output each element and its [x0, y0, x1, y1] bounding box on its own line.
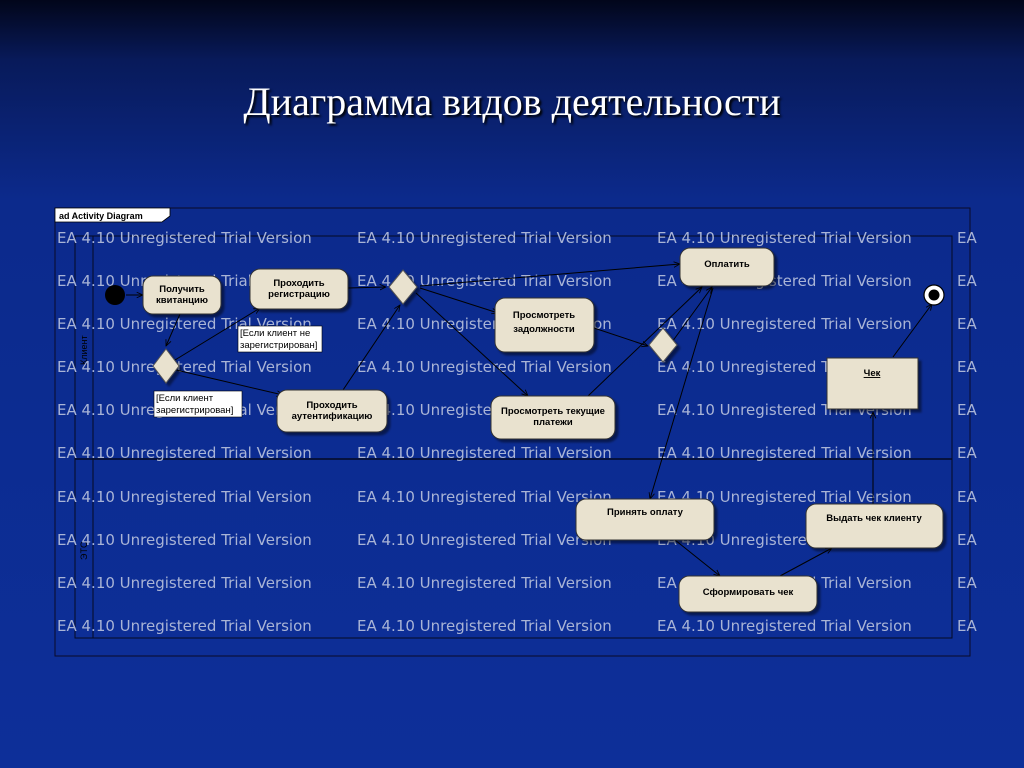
edge-to-final: [892, 304, 932, 358]
action-label: Выдать чек клиенту: [826, 513, 922, 524]
edge-decision-to-auth: [175, 369, 283, 395]
watermark-text: EA 4.10 Unregistered Trial Version: [57, 617, 312, 635]
watermark-fragment: EA: [957, 488, 977, 506]
object-receipt: Чек: [826, 357, 919, 410]
action-label: Сформировать чек: [703, 587, 794, 598]
lane-label-client: Клиент: [79, 335, 89, 365]
watermark-fragment: EA: [957, 315, 977, 333]
watermark-text: EA 4.10 Unregistered Trial Version: [657, 444, 912, 462]
edge-accept-to-form: [674, 539, 720, 576]
watermark-row: EA 4.10 Unregistered Trial Version EA 4.…: [57, 488, 977, 506]
slide-title: Диаграмма видов деятельности: [243, 79, 781, 124]
watermark-row: EA 4.10 Unregistered Trial Version EA 4.…: [57, 574, 977, 592]
action-label: Принять оплату: [607, 507, 684, 518]
watermark-fragment: EA: [957, 229, 977, 247]
edge-register-to-decision: [347, 287, 386, 288]
watermark-row: EA 4.10 Unregistered Trial Version EA 4.…: [57, 229, 977, 247]
action-form-receipt: Сформировать чек: [678, 575, 818, 613]
watermark-fragment: EA: [957, 272, 977, 290]
edge-receipt-to-decision: [166, 313, 181, 346]
watermark-row: EA 4.10 Unregistered Trial Version EA 4.…: [57, 358, 977, 376]
watermark-fragment: EA: [957, 358, 977, 376]
edge-auth-to-decision: [342, 305, 400, 391]
swimlane-container: [74, 235, 953, 639]
watermark-fragment: EA: [957, 574, 977, 592]
watermark-fragment: EA: [957, 401, 977, 419]
watermark-row: EA 4.10 Unregistered Trial Version EA 4.…: [57, 617, 977, 635]
watermark-text: EA 4.10 Unregistered Trial Version: [357, 488, 612, 506]
frame-label-tab: [54, 207, 171, 223]
edge-decision-to-pay-2: [671, 287, 712, 343]
watermark-fragment: EA: [957, 617, 977, 635]
edge-decision-to-debts: [419, 287, 498, 313]
watermark-text: EA 4.10 Unregistered Trial Version: [657, 315, 912, 333]
initial-node: [105, 285, 125, 305]
edge-pay-to-accept: [650, 287, 714, 499]
watermark-text: EA 4.10 Unregistered Trial Version: [57, 358, 312, 376]
object-label: Чек: [864, 368, 881, 379]
watermark-text: EA 4.10 Unregistered Trial Version: [657, 229, 912, 247]
watermark-fragment: EA: [957, 444, 977, 462]
action-label: Оплатить: [704, 259, 750, 270]
edge-decision-to-register: [174, 308, 260, 361]
action-pay: Оплатить: [679, 247, 775, 287]
action-accept-payment: Принять оплату: [575, 498, 715, 541]
edge-debts-to-decision: [593, 327, 648, 346]
watermark-text: EA 4.10 Unregistered Trial Version: [657, 488, 912, 506]
action-issue-receipt: Выдать чек клиенту: [805, 503, 944, 549]
lane-label-ets: ЭТС: [79, 541, 89, 560]
final-node: [923, 284, 945, 306]
edge-payments-to-pay: [587, 287, 702, 397]
watermark-text: EA 4.10 Unregistered Trial Version: [357, 531, 612, 549]
watermark-text: EA 4.10 Unregistered Trial Version: [357, 574, 612, 592]
watermark-text: EA 4.10 Unregistered Trial Version: [357, 617, 612, 635]
watermark-text: EA 4.10 Unregistered Trial Version: [57, 444, 312, 462]
edge-decision-to-pay: [419, 264, 680, 287]
decision-node: [388, 269, 418, 305]
watermark-text: EA 4.10 Unregistered Trial Version: [357, 229, 612, 247]
watermark-text: EA 4.10 Unregistered Trial Version: [57, 531, 312, 549]
edge-decision-to-payments: [415, 292, 528, 396]
diagram-frame: [54, 207, 971, 657]
decision-node: [152, 348, 180, 384]
decision-node: [648, 327, 678, 363]
frame-label: ad Activity Diagram: [59, 211, 143, 221]
watermark-row: EA 4.10 Unregistered Trial Version EA 4.…: [57, 444, 977, 462]
watermark-text: EA 4.10 Unregistered Trial Version: [57, 488, 312, 506]
edge-form-to-issue: [779, 548, 832, 577]
watermark-fragment: EA: [957, 531, 977, 549]
watermark-text: EA 4.10 Unregistered Trial Version: [357, 444, 612, 462]
watermark-text: EA 4.10 Unregistered Trial Version: [57, 229, 312, 247]
watermark-text: EA 4.10 Unregistered Trial Version: [657, 617, 912, 635]
watermark-text: EA 4.10 Unregistered Trial Version: [57, 574, 312, 592]
watermark-text: EA 4.10 Unregistered Trial Version: [357, 358, 612, 376]
edges: [126, 264, 932, 576]
